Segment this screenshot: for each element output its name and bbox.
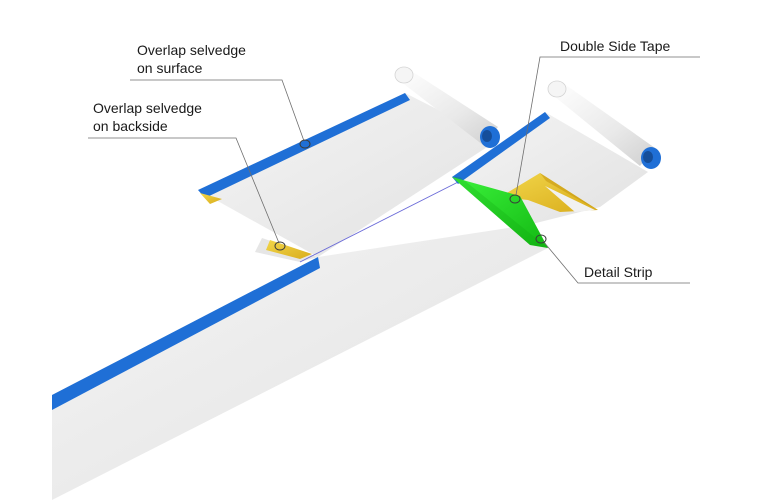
rear-yellow-backside-tape	[266, 240, 312, 259]
label-double-side-tape: Double Side Tape	[560, 38, 671, 54]
label-overlap-surface-line1: Overlap selvedge	[137, 42, 246, 58]
leader-overlap-surface	[130, 79, 311, 149]
leader-overlap-backside	[88, 137, 286, 251]
front-blue-selvedge	[52, 257, 320, 410]
right-roll	[547, 80, 661, 169]
front-membrane-sheet	[52, 175, 548, 500]
label-detail-strip: Detail Strip	[584, 264, 653, 280]
rear-blue-selvedge	[198, 93, 410, 198]
label-overlap-backside-line1: Overlap selvedge	[93, 100, 202, 116]
rear-membrane-sheet	[198, 93, 498, 262]
label-overlap-surface-line2: on surface	[137, 60, 203, 76]
label-overlap-selvedge-surface: Overlap selvedge on surface	[137, 41, 246, 77]
right-blue-selvedge	[452, 112, 550, 184]
label-overlap-backside-line2: on backside	[93, 118, 168, 134]
leader-double-side-tape	[509, 56, 700, 204]
rear-yellow-fold-left	[200, 193, 222, 204]
leader-detail-strip	[535, 234, 690, 284]
label-overlap-selvedge-backside: Overlap selvedge on backside	[93, 99, 202, 135]
detail-strip-shape	[452, 177, 548, 248]
left-roll	[394, 66, 500, 148]
